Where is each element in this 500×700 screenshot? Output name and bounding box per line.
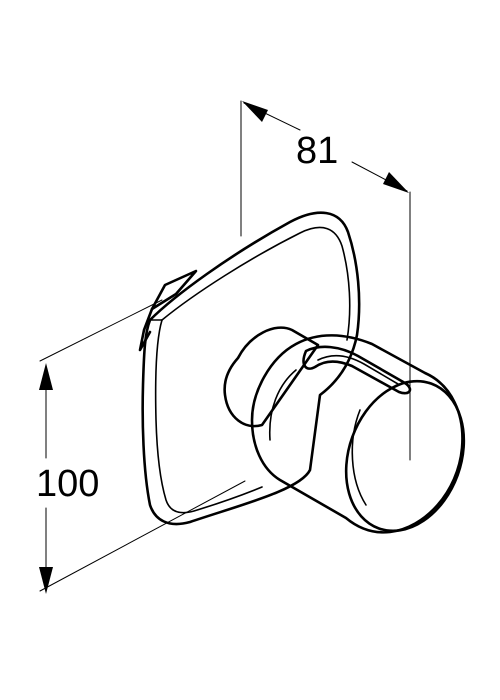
mounting-tab: [138, 269, 198, 352]
mounting-tab-lower: [138, 307, 154, 352]
knob-silhouette: [250, 334, 464, 534]
height-arrowhead-top: [39, 363, 53, 390]
height-extension-line-bottom: [39, 480, 246, 592]
knob-rim: [351, 409, 367, 506]
stem-body: [223, 326, 320, 428]
depth-arrowhead-right: [383, 172, 409, 193]
plate-outline: [141, 211, 361, 526]
mounting-tab-outline: [150, 269, 198, 311]
height-label: 100: [36, 463, 99, 505]
knob-grip-slot-inner: [317, 354, 399, 385]
plate-front-face-lower: [154, 319, 263, 514]
knob-stem: [223, 326, 320, 428]
height-dimension: 100: [36, 299, 246, 594]
depth-arrowhead-left: [242, 101, 268, 122]
plate-front-face: [161, 226, 351, 341]
height-extension-line-top: [39, 299, 163, 362]
depth-dimension: 81: [240, 100, 411, 458]
knob-side-line: [268, 369, 297, 441]
knob-body: [250, 334, 466, 534]
depth-label: 81: [296, 130, 338, 172]
escutcheon-plate: [141, 211, 361, 526]
knob-grip-slot: [302, 345, 412, 395]
height-arrowhead-bottom: [39, 567, 53, 594]
